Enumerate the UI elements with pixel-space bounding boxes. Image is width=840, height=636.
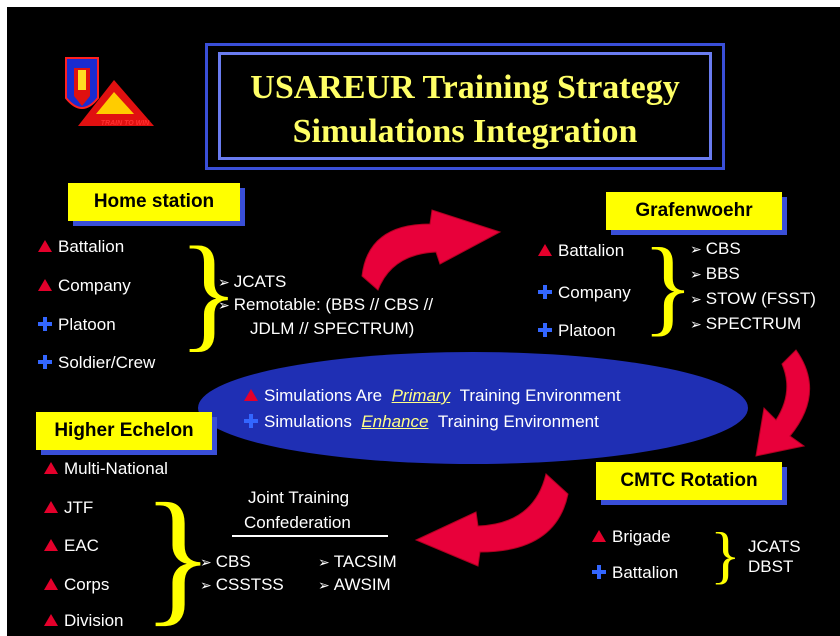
plus-bullet-icon (592, 565, 606, 579)
arrow-bullet-icon: ➢ (318, 577, 330, 593)
triangle-bullet-icon (44, 501, 58, 513)
arrow-bullet-icon: ➢ (690, 316, 702, 332)
sim-item: ➢CBS (690, 239, 741, 258)
title-frame-inner (218, 52, 712, 160)
brace-home-station: } (178, 221, 239, 363)
list-item: Division (44, 610, 124, 632)
plus-bullet-icon (38, 355, 52, 369)
list-item: Battalion (38, 236, 124, 258)
title-line-1: USAREUR Training Strategy (250, 69, 680, 106)
list-item: JTF (44, 497, 93, 519)
center-line-1: Simulations Are Primary Training Environ… (244, 384, 621, 408)
triangle-bullet-icon (44, 539, 58, 551)
title-frame (205, 43, 725, 170)
arrow-bullet-icon: ➢ (218, 297, 230, 313)
sim-item: ➢CSSTSS (200, 575, 284, 594)
sim-item: ➢SPECTRUM (690, 314, 802, 333)
brace-cmtc: } (710, 519, 741, 590)
list-item: Company (538, 282, 631, 304)
title-line-2: Simulations Integration (292, 113, 638, 150)
arrow-bullet-icon: ➢ (690, 266, 702, 282)
list-item: Platoon (38, 314, 116, 336)
arrow-bullet-icon: ➢ (690, 291, 702, 307)
grafenwoehr-label: Grafenwoehr (606, 192, 782, 230)
sim-item: JCATS (748, 537, 801, 556)
curved-arrow-right (755, 349, 811, 457)
list-item: Brigade (592, 526, 671, 548)
plus-bullet-icon (538, 285, 552, 299)
sim-item: ➢TACSIM (318, 552, 397, 571)
sim-item: ➢STOW (FSST) (690, 289, 816, 308)
sim-item: DBST (748, 557, 794, 576)
higher-echelon-label: Higher Echelon (36, 412, 212, 450)
page-title: USAREUR Training Strategy Simulations In… (215, 66, 715, 154)
jtc-title-2: Confederation (244, 513, 351, 532)
primary-emphasis: Primary (391, 386, 451, 405)
triangle-bullet-icon (38, 279, 52, 291)
curved-arrow-bottom (414, 473, 569, 567)
triangle-bullet-icon (592, 530, 606, 542)
list-item: Multi-National (44, 458, 168, 480)
sim-item: ➢Remotable: (BBS // CBS // (218, 295, 434, 314)
triangle-bullet-icon (38, 240, 52, 252)
list-item: Battalion (592, 562, 678, 584)
home-station-label: Home station (68, 183, 240, 221)
triangle-bullet-icon (244, 389, 258, 401)
brace-higher-echelon: } (142, 473, 214, 636)
logo-motto: TRAIN TO WIN (100, 120, 150, 127)
triangle-bullet-icon (44, 462, 58, 474)
sim-item: JDLM // SPECTRUM) (250, 319, 415, 338)
triangle-bullet-icon (44, 578, 58, 590)
usareur-logo (65, 57, 154, 126)
curved-arrow-top (361, 209, 502, 291)
sim-item: ➢JCATS (218, 272, 287, 291)
triangle-bullet-icon (538, 244, 552, 256)
sim-item: ➢BBS (690, 264, 740, 283)
slide-background (7, 7, 840, 636)
plus-bullet-icon (38, 317, 52, 331)
list-item: Battalion (538, 240, 624, 262)
brace-grafenwoehr: } (642, 227, 694, 346)
enhance-emphasis: Enhance (361, 412, 429, 431)
plus-bullet-icon (244, 414, 258, 428)
arrow-bullet-icon: ➢ (218, 274, 230, 290)
sim-item: ➢AWSIM (318, 575, 391, 594)
list-item: Soldier/Crew (38, 352, 155, 374)
plus-bullet-icon (538, 323, 552, 337)
jtc-title-1: Joint Training (248, 488, 350, 507)
list-item: EAC (44, 535, 99, 557)
list-item: Corps (44, 574, 109, 596)
list-item: Company (38, 275, 131, 297)
cmtc-rotation-label: CMTC Rotation (596, 462, 782, 500)
triangle-bullet-icon (44, 614, 58, 626)
arrow-bullet-icon: ➢ (200, 554, 212, 570)
arrow-bullet-icon: ➢ (200, 577, 212, 593)
center-line-2: Simulations Enhance Training Environment (244, 410, 599, 434)
center-ellipse (198, 352, 748, 464)
sim-item: ➢CBS (200, 552, 251, 571)
list-item: Platoon (538, 320, 616, 342)
arrow-bullet-icon: ➢ (318, 554, 330, 570)
arrow-bullet-icon: ➢ (690, 241, 702, 257)
